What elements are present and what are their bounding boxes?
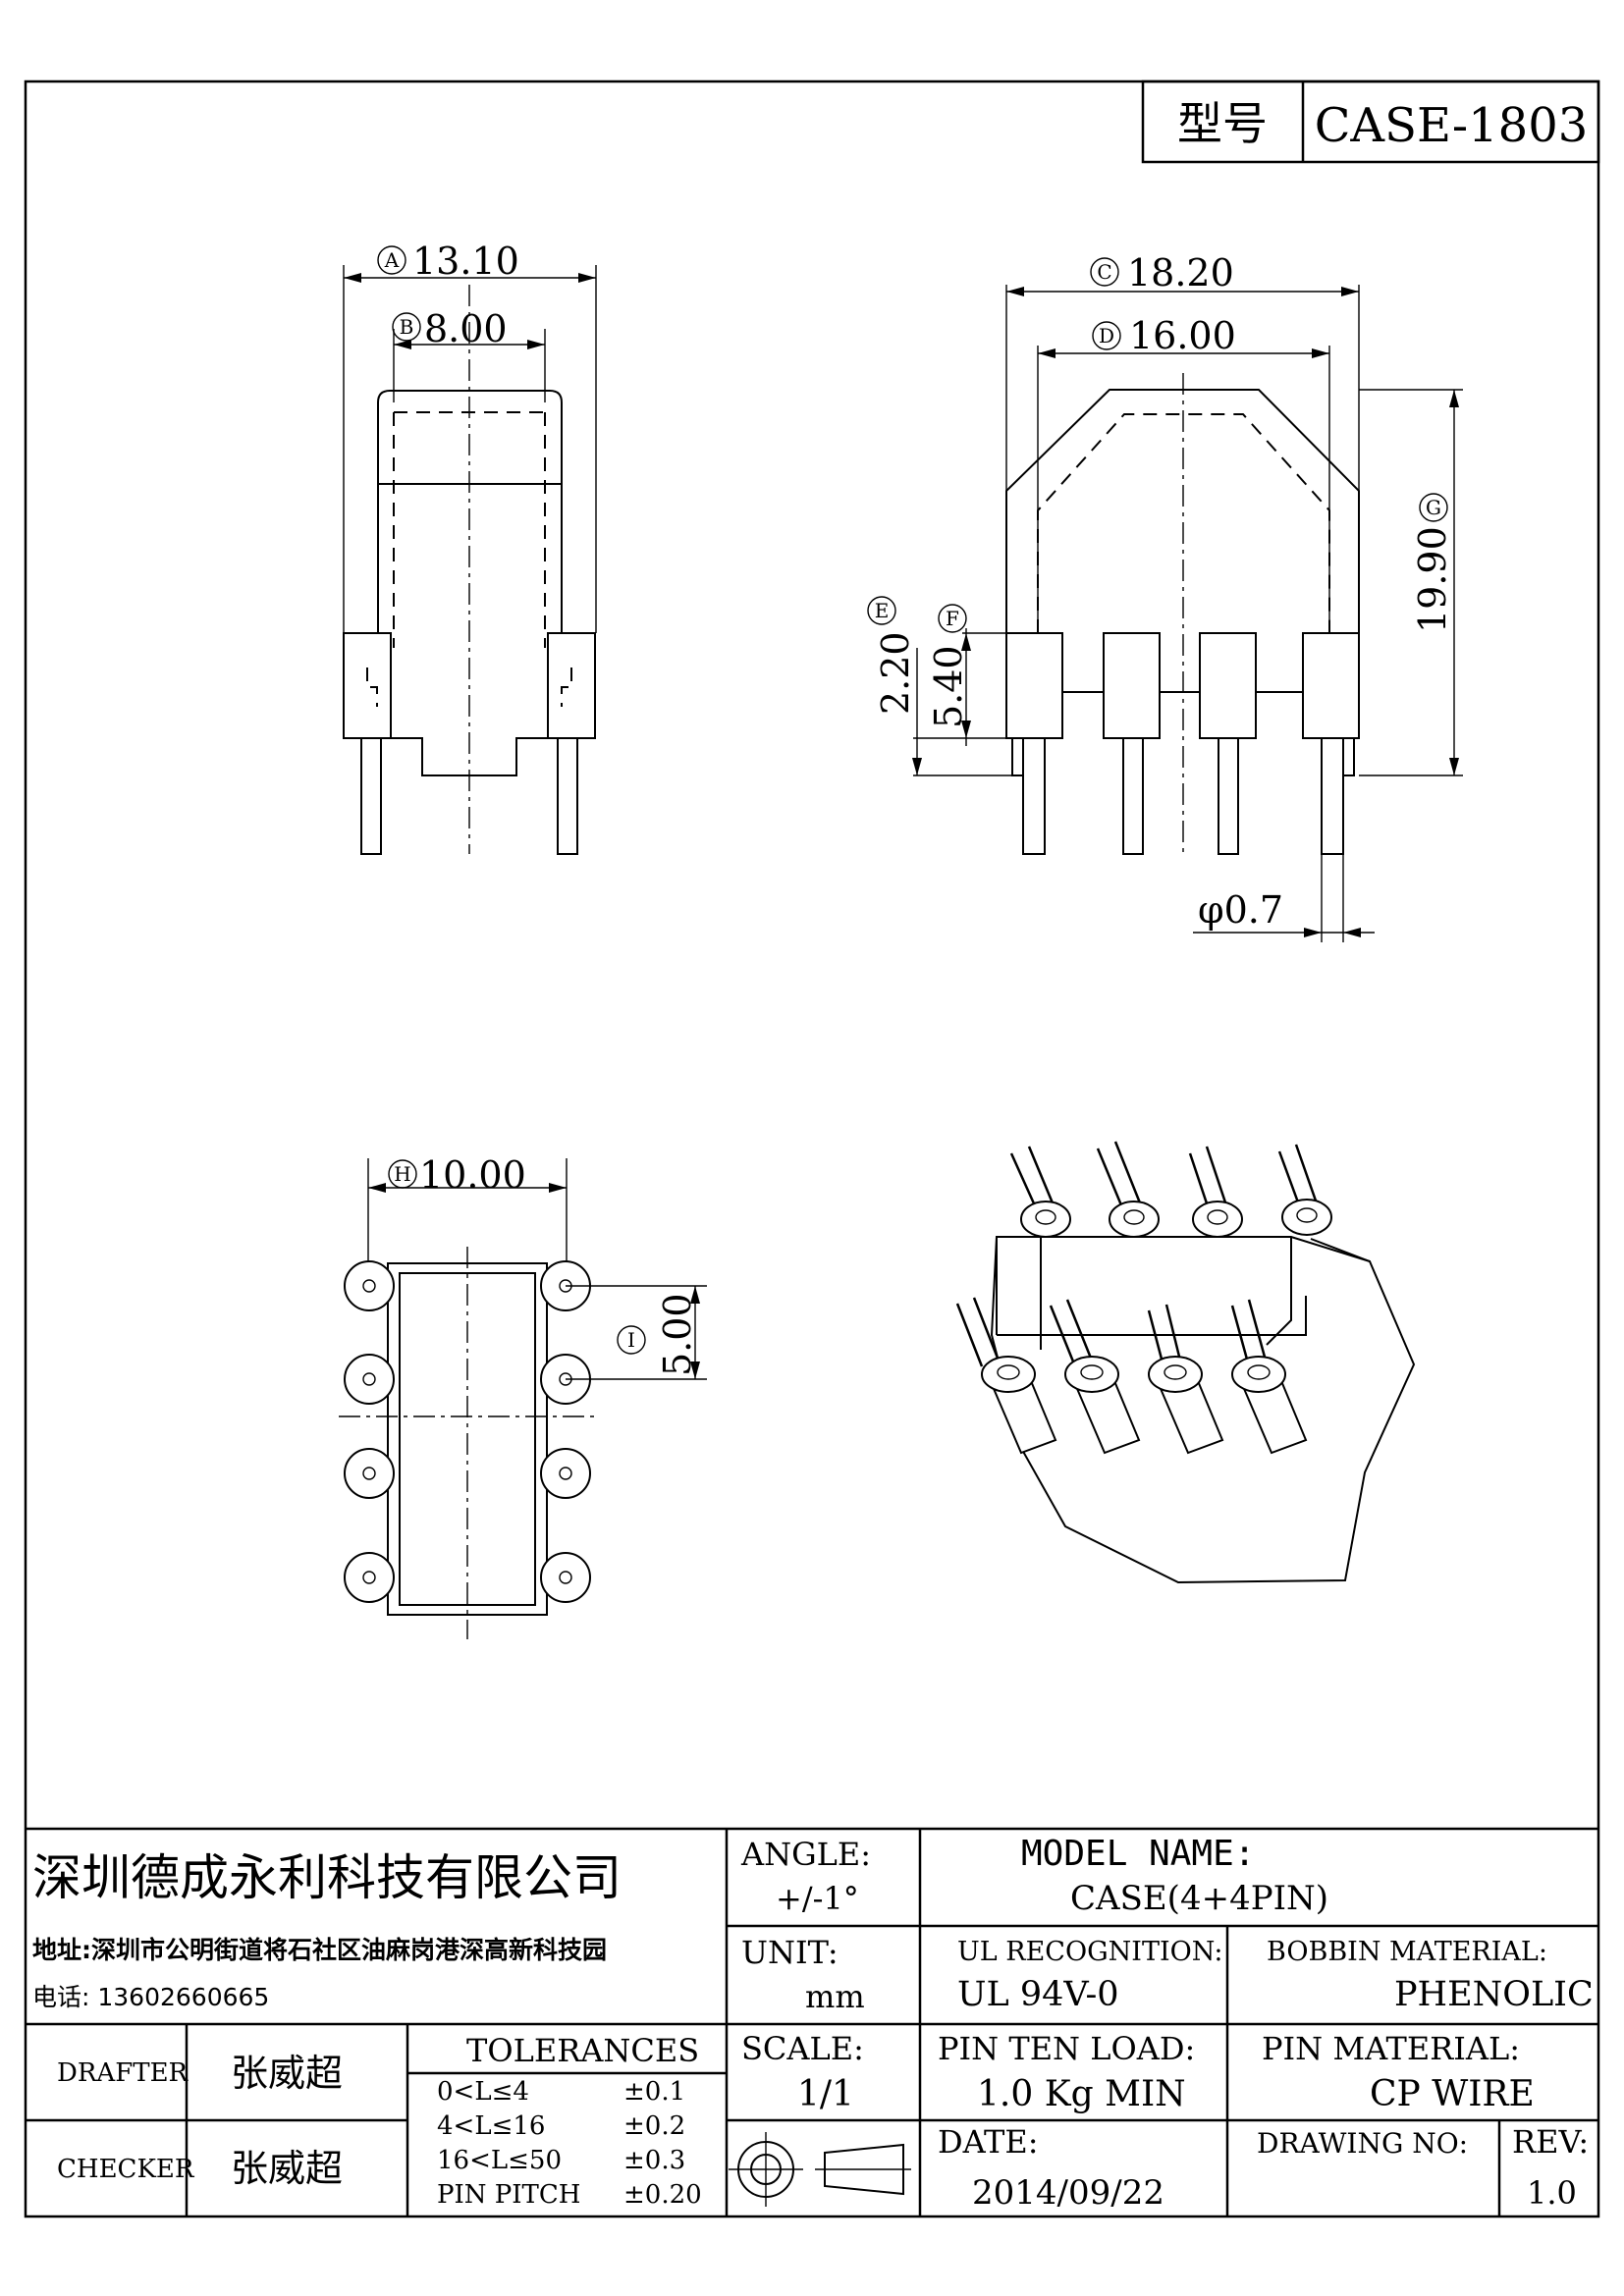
dim-g-value: 19.90 xyxy=(1411,526,1454,633)
dim-marker-a xyxy=(377,245,406,275)
pin-material-label: PIN MATERIAL: xyxy=(1262,2030,1520,2067)
dim-d-value: 16.00 xyxy=(1129,314,1236,357)
model-value: CASE-1803 xyxy=(1315,98,1589,153)
company-address: 地址:深圳市公明街道将石社区油麻岗港深高新科技园 xyxy=(32,1936,607,1964)
sheet-border xyxy=(24,80,1600,2218)
drafter-name: 张威超 xyxy=(231,2052,343,2095)
tol-range-0: 0<L≤4 xyxy=(437,2077,529,2107)
model-header: 型号 CASE-1803 xyxy=(1141,80,1600,164)
drafter-label: DRAFTER xyxy=(57,2058,189,2088)
tol-value-1: ±0.2 xyxy=(623,2111,685,2141)
dim-letter-d: D xyxy=(1099,324,1114,347)
bobbin-label: BOBBIN MATERIAL: xyxy=(1267,1937,1547,1967)
scale-value: 1/1 xyxy=(797,2074,854,2114)
checker-name: 张威超 xyxy=(231,2147,343,2190)
date-value: 2014/09/22 xyxy=(972,2173,1164,2213)
tolerances-table: 0<L≤4 ±0.1 4<L≤16 ±0.2 16<L≤50 ±0.3 PIN … xyxy=(437,2077,702,2210)
dim-marker-d xyxy=(1092,321,1121,350)
tol-range-1: 4<L≤16 xyxy=(437,2111,545,2141)
unit-label: UNIT: xyxy=(741,1934,839,1971)
ul-value: UL 94V-0 xyxy=(957,1975,1119,2014)
dim-marker-c xyxy=(1090,257,1119,287)
dim-i-value: 5.00 xyxy=(656,1293,699,1376)
company-phone: 电话: 13602660665 xyxy=(32,1983,269,2011)
dim-e-value: 2.20 xyxy=(874,631,917,715)
dim-letter-g: G xyxy=(1426,496,1441,519)
dim-marker-i xyxy=(617,1325,646,1355)
side-view: C 18.20 D 16.00 G 19.90 xyxy=(867,251,1463,942)
bobbin-value: PHENOLIC xyxy=(1394,1975,1594,2014)
dim-h-value: 10.00 xyxy=(419,1153,526,1197)
date-label: DATE: xyxy=(938,2123,1039,2161)
dim-c-value: 18.20 xyxy=(1127,251,1234,294)
dim-marker-f xyxy=(938,604,967,633)
checker-label: CHECKER xyxy=(57,2155,195,2184)
tol-value-2: ±0.3 xyxy=(623,2146,685,2175)
drawing-no-label: DRAWING NO: xyxy=(1257,2127,1468,2160)
pin-dia-value: φ0.7 xyxy=(1198,888,1283,932)
scale-label: SCALE: xyxy=(741,2030,864,2067)
bottom-view: H 10.00 I 5.00 xyxy=(339,1153,707,1639)
company-name: 深圳德成永利科技有限公司 xyxy=(32,1849,622,1906)
angle-value: +/-1° xyxy=(776,1880,859,1917)
dim-letter-c: C xyxy=(1097,260,1111,284)
pin-load-value: 1.0 Kg MIN xyxy=(977,2074,1186,2114)
dim-letter-e: E xyxy=(875,599,890,622)
front-view: A 13.10 B 8.00 xyxy=(343,240,597,855)
dim-b-value: 8.00 xyxy=(424,307,508,350)
tol-value-3: ±0.20 xyxy=(623,2180,702,2210)
ul-label: UL RECOGNITION: xyxy=(957,1937,1223,1967)
unit-value: mm xyxy=(805,1978,865,2015)
dim-a-value: 13.10 xyxy=(412,240,519,283)
dim-letter-a: A xyxy=(384,248,400,272)
dim-marker-g xyxy=(1419,493,1448,522)
angle-label: ANGLE: xyxy=(740,1836,871,1873)
dim-f-value: 5.40 xyxy=(927,645,970,728)
isometric-view xyxy=(955,1141,1416,1584)
tol-value-0: ±0.1 xyxy=(623,2077,685,2107)
title-block: 深圳德成永利科技有限公司 地址:深圳市公明街道将石社区油麻岗港深高新科技园 电话… xyxy=(26,1827,1598,2216)
model-label: 型号 xyxy=(1177,97,1268,150)
rev-label: REV: xyxy=(1512,2123,1589,2161)
projection-symbol xyxy=(729,2132,911,2207)
dim-letter-f: F xyxy=(946,607,959,630)
dim-marker-e xyxy=(867,596,896,625)
dim-letter-b: B xyxy=(400,315,414,339)
dim-letter-h: H xyxy=(394,1162,410,1186)
model-name-label: MODEL NAME: xyxy=(1021,1834,1255,1874)
tol-range-2: 16<L≤50 xyxy=(437,2146,562,2175)
dim-letter-i: I xyxy=(627,1328,635,1352)
tol-range-3: PIN PITCH xyxy=(437,2180,580,2210)
pin-material-value: CP WIRE xyxy=(1370,2074,1535,2114)
dim-marker-b xyxy=(392,312,421,342)
rev-value: 1.0 xyxy=(1527,2174,1577,2212)
pin-load-label: PIN TEN LOAD: xyxy=(938,2030,1195,2067)
dim-marker-h xyxy=(388,1159,417,1189)
model-name-value: CASE(4+4PIN) xyxy=(1070,1879,1328,1918)
tolerances-label: TOLERANCES xyxy=(466,2032,699,2069)
